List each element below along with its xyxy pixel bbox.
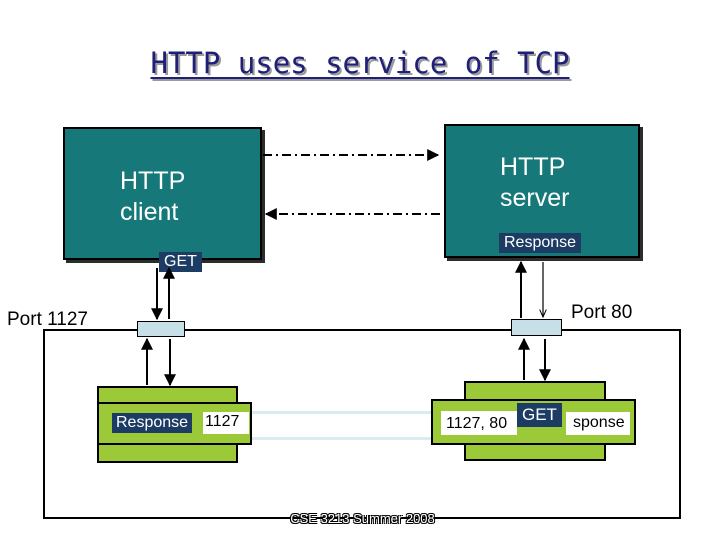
- http-client-label-line1: HTTP: [120, 167, 186, 195]
- client-port-label: Port 1127: [7, 309, 88, 330]
- tcp-segment-right-port-cell: [441, 411, 517, 435]
- http-client-label-line2: client: [120, 198, 179, 226]
- server-port-connector: [511, 319, 562, 336]
- slide-footer: CSE 3213 Summer 2008: [290, 511, 435, 526]
- tcp-connection-line-bottom: [237, 437, 467, 440]
- tcp-segment-right-trailing-text: sponse: [573, 414, 625, 431]
- response-tag: Response: [499, 233, 582, 253]
- http-client-box: [63, 127, 262, 260]
- tcp-layer-box: [43, 329, 681, 519]
- tcp-segment-left-tag: Response: [112, 413, 193, 433]
- tcp-segment-right-get-tag: GET: [517, 403, 562, 427]
- tcp-segment-left-port-cell: [203, 412, 249, 434]
- tcp-segment-right-trailing-cell: [566, 412, 630, 435]
- http-server-label-line2: server: [500, 184, 570, 212]
- http-server-label-line1: HTTP: [500, 153, 566, 181]
- tcp-segment-right-port-text: 1127, 80: [446, 415, 508, 432]
- server-port-label: Port 80: [571, 302, 633, 323]
- slide-title: HTTP uses service of TCP: [150, 46, 570, 80]
- client-port-connector: [137, 321, 185, 337]
- tcp-segment-left-port-text: 1127: [205, 413, 240, 430]
- tcp-connection-line-top: [237, 411, 467, 414]
- http-server-box: [444, 124, 640, 258]
